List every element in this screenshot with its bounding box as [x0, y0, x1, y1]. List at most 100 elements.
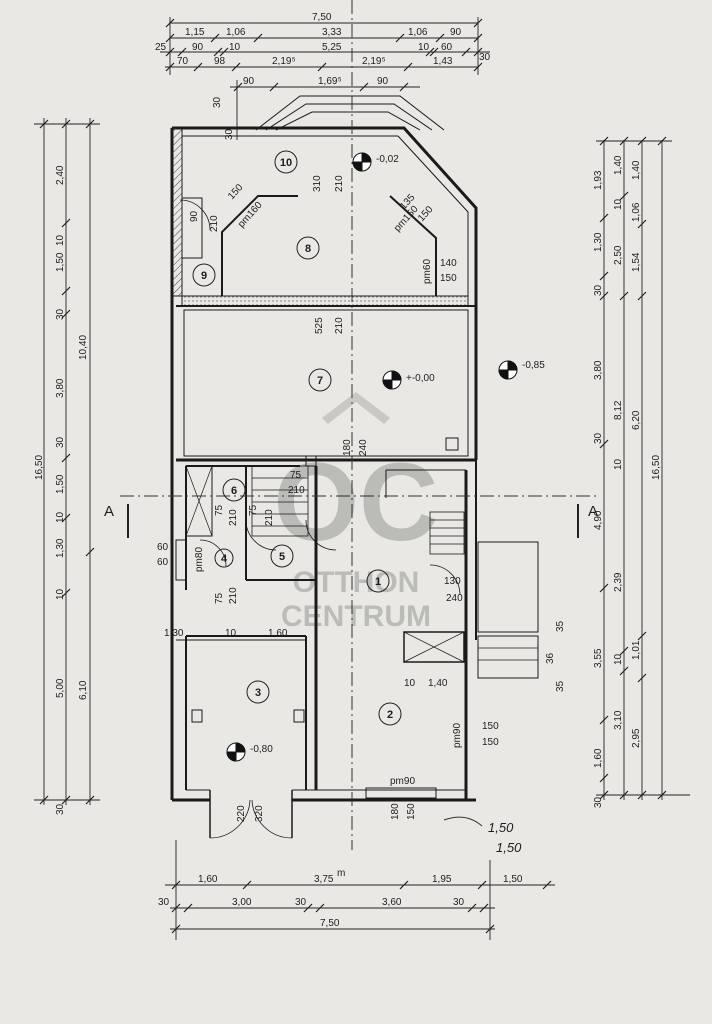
dim-top: 30: [224, 128, 235, 140]
annotation: 75: [214, 592, 225, 604]
room-number-labels: 10 9 8 7 6 5 4 3 2 1: [201, 157, 393, 721]
room-7: 7: [317, 375, 323, 387]
dim-top: 1,06: [408, 27, 428, 38]
annotation: 35: [555, 680, 566, 692]
dim-top: 70: [177, 56, 189, 67]
annotation: 320: [254, 805, 265, 822]
dim-right: 10: [613, 198, 624, 210]
dim-top: 1,06: [226, 27, 246, 38]
annotation: 150: [482, 737, 499, 748]
dim-right: 30: [593, 284, 604, 296]
dim-right: 3,55: [593, 648, 604, 668]
bottom-dimensions: [165, 840, 555, 940]
annotation: 210: [209, 215, 220, 232]
dim-top-total: 7,50: [312, 12, 332, 23]
watermark-line1: OTTHON: [293, 566, 420, 599]
annotation: 150: [482, 721, 499, 732]
annotation: 1,60: [268, 628, 288, 639]
dim-right: 6,20: [631, 410, 642, 430]
dim-top: 10: [418, 42, 430, 53]
dim-right: 1,54: [631, 252, 642, 272]
left-dimensions: [34, 118, 100, 805]
dim-right: 30: [593, 796, 604, 808]
room-9: 9: [201, 270, 207, 282]
left-dimension-labels: 16,50 10,40 6,10 2,40 10 1,50 30 3,80 30…: [34, 165, 89, 815]
annotation: 525: [314, 317, 325, 334]
level-label: -0,80: [250, 744, 273, 755]
handwritten-note: 1,50: [496, 840, 522, 855]
watermark-line2: CENTRUM: [281, 600, 431, 633]
dim-left: 10: [55, 588, 66, 600]
section-mark-right: A: [588, 503, 598, 520]
dim-right: 1,60: [593, 748, 604, 768]
annotation: 240: [358, 439, 369, 456]
dim-left: 10: [55, 511, 66, 523]
dim-top: 1,15: [185, 27, 205, 38]
annotation: 210: [334, 317, 345, 334]
annotation: 180: [390, 803, 401, 820]
dim-bottom: 3,75: [314, 874, 334, 885]
dim-right: 4,90: [593, 510, 604, 530]
room-6: 6: [231, 485, 237, 497]
dim-top: 1,69⁵: [318, 76, 342, 87]
annotation: 60: [157, 542, 169, 553]
annotation: 150: [406, 803, 417, 820]
annotation: pm90: [452, 723, 463, 748]
room-3: 3: [255, 687, 261, 699]
handwritten-note: 1,50: [488, 820, 514, 835]
dim-top: 98: [214, 56, 226, 67]
annotation: 310: [312, 175, 323, 192]
annotation: 150: [226, 182, 246, 202]
dim-right: 10: [613, 458, 624, 470]
dim-left: 30: [55, 308, 66, 320]
dim-right: 1,40: [613, 155, 624, 175]
room-2: 2: [387, 709, 393, 721]
room-5: 5: [279, 551, 285, 563]
dim-top: 1,43: [433, 56, 453, 67]
annotation: 130: [444, 576, 461, 587]
bottom-dimension-labels: 1,60 3,75 m 1,95 1,50 30 3,00 30 3,60 30…: [158, 868, 523, 929]
dim-top: 2,19⁵: [362, 56, 386, 67]
annotation: 36: [545, 652, 556, 664]
level-label: -0,02: [376, 154, 399, 165]
dim-top: 30: [479, 52, 491, 63]
level-markers: [226, 152, 518, 762]
annotation: 140: [440, 258, 457, 269]
room-4: 4: [221, 553, 228, 565]
annotation: 75: [248, 504, 259, 516]
room-10: 10: [280, 157, 292, 169]
room-1: 1: [375, 576, 381, 588]
dim-bottom: 3,00: [232, 897, 252, 908]
annotation: 210: [264, 509, 275, 526]
annotation: 1,40: [428, 678, 448, 689]
dim-right: 3,80: [593, 360, 604, 380]
top-dimension-labels: 7,50 1,15 1,06 3,33 1,06 90 25 90 10 5,2…: [155, 12, 491, 140]
level-marker-icon: [352, 152, 372, 172]
dim-right: 1,40: [631, 160, 642, 180]
dim-left: 5,00: [55, 678, 66, 698]
dim-bottom-unit: m: [337, 868, 345, 879]
dim-top: 25: [155, 42, 167, 53]
annotation: 10: [404, 678, 416, 689]
dim-top: 90: [192, 42, 204, 53]
annotation: 210: [228, 587, 239, 604]
dim-left-total: 16,50: [34, 455, 45, 480]
annotation: pm90: [390, 776, 415, 787]
dim-right: 1,30: [593, 232, 604, 252]
dim-bottom: 1,50: [503, 874, 523, 885]
dim-top: 60: [441, 42, 453, 53]
level-labels: -0,02 +-0,00 -0,85 -0,80: [250, 154, 545, 755]
dim-bottom: 1,95: [432, 874, 452, 885]
watermark-logo: OC: [274, 441, 439, 564]
dim-top: 5,25: [322, 42, 342, 53]
level-label: +-0,00: [406, 373, 435, 384]
building-walls: [170, 95, 539, 839]
annotation: 210: [288, 485, 305, 496]
dim-right: 2,39: [613, 572, 624, 592]
level-label: -0,85: [522, 360, 545, 371]
room-8: 8: [305, 243, 311, 255]
top-dimensions: [160, 17, 490, 140]
dim-right: 2,95: [631, 728, 642, 748]
level-marker-icon: [382, 370, 402, 390]
